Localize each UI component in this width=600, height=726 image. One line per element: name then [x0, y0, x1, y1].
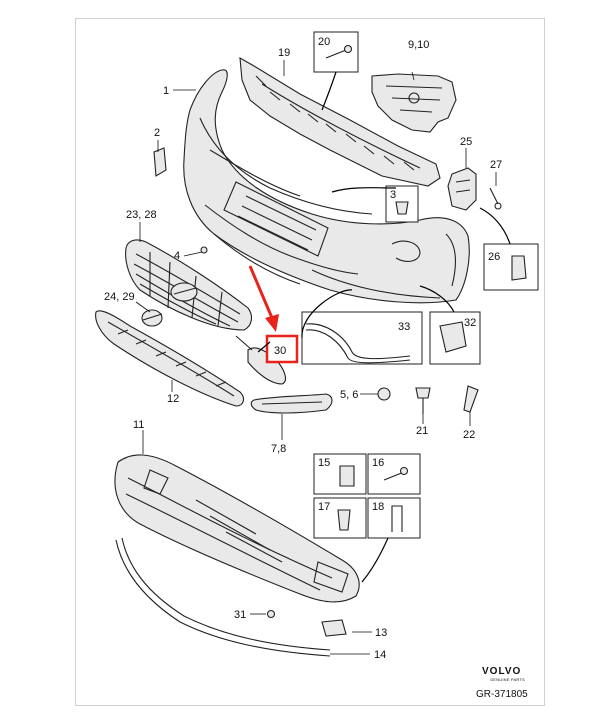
screw-31 — [266, 609, 276, 619]
label-7-8: 7,8 — [271, 443, 286, 455]
lower-strip — [115, 539, 331, 657]
label-14: 14 — [374, 649, 386, 661]
trim-strip-33 — [301, 311, 423, 365]
label-4: 4 — [174, 250, 180, 262]
label-32: 32 — [464, 317, 476, 329]
label-16: 16 — [372, 457, 384, 469]
label-3: 3 — [390, 189, 396, 201]
box-30 — [265, 334, 299, 364]
side-bracket — [371, 73, 457, 133]
label-27: 27 — [490, 159, 502, 171]
bracket-25 — [447, 167, 477, 211]
brand-subtitle: GENUINE PARTS — [490, 677, 525, 682]
label-33: 33 — [398, 321, 410, 333]
lower-grille — [95, 310, 245, 407]
part-labels: 1 2 4 23, 28 24, 29 12 11 19 20 9,10 25 … — [104, 36, 502, 661]
box-26 — [483, 243, 539, 291]
label-1: 1 — [163, 85, 169, 97]
emblem — [141, 309, 163, 327]
leader-lines — [135, 60, 497, 655]
part-4 — [200, 246, 208, 254]
box-3 — [385, 185, 419, 223]
label-23-28: 23, 28 — [126, 209, 157, 221]
clip-21 — [415, 387, 431, 414]
callout-curves — [257, 71, 511, 583]
clip-22 — [463, 385, 479, 413]
bumper-cover — [183, 69, 470, 304]
box-20 — [313, 31, 359, 73]
upper-bracket — [239, 56, 441, 187]
label-31: 31 — [234, 609, 246, 621]
label-26: 26 — [488, 251, 500, 263]
part-32 — [429, 311, 481, 365]
box-18 — [367, 497, 421, 539]
label-20: 20 — [318, 36, 330, 48]
box-15 — [313, 453, 367, 495]
label-21: 21 — [416, 425, 428, 437]
label-13: 13 — [375, 627, 387, 639]
part-2 — [153, 147, 167, 177]
label-18: 18 — [372, 501, 384, 513]
part-13 — [321, 619, 347, 637]
label-30: 30 — [274, 345, 286, 357]
part-30 — [247, 347, 287, 385]
underbody-panel — [114, 454, 360, 603]
label-15: 15 — [318, 457, 330, 469]
label-2: 2 — [154, 127, 160, 139]
label-11: 11 — [133, 419, 144, 431]
drawing-reference: GR-371805 — [476, 689, 528, 700]
label-19: 19 — [278, 47, 290, 59]
label-9-10: 9,10 — [408, 39, 429, 51]
label-24-29: 24, 29 — [104, 291, 135, 303]
label-5-6: 5, 6 — [340, 389, 358, 401]
highlight-arrow — [248, 265, 279, 332]
part-5-6 — [377, 387, 391, 401]
box-16 — [367, 453, 421, 495]
label-25: 25 — [460, 136, 472, 148]
grille — [125, 239, 253, 331]
brand-block: VOLVO GENUINE PARTS GR-371805 — [476, 666, 528, 700]
label-12: 12 — [167, 393, 179, 405]
label-22: 22 — [463, 429, 475, 441]
volvo-logo: VOLVO — [482, 666, 521, 677]
screw-27 — [489, 187, 502, 210]
box-17 — [313, 497, 367, 539]
label-17: 17 — [318, 501, 330, 513]
